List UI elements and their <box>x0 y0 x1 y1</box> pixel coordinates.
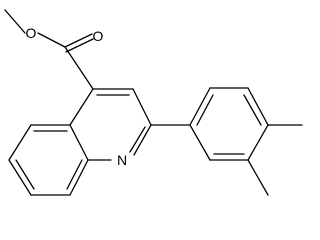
bond-c5-c6 <box>8 124 32 161</box>
bond-c4a-c4 <box>69 88 94 126</box>
bond-methyl-meta <box>247 159 269 196</box>
bond-c6-c7 <box>8 159 32 196</box>
bond-c2-n1 <box>133 124 152 156</box>
bond-aryl-6-1 <box>189 124 211 161</box>
chemical-structure-diagram: O O N <box>4 9 303 196</box>
bond-ester-o-c <box>37 32 66 48</box>
bond-c2-n1-inner <box>129 126 146 153</box>
bond-carbonyl-b <box>65 38 94 53</box>
bond-aryl-1-2-inner <box>196 94 214 126</box>
bond-c6-c7-inner <box>15 159 35 190</box>
bond-c8-c8a-inner <box>66 159 83 190</box>
bond-carbonyl-a <box>64 33 93 48</box>
bond-aryl-3-4-inner <box>243 94 262 126</box>
bond-methoxy-ch3 <box>4 9 26 34</box>
bond-aryl-4-5 <box>247 124 269 161</box>
bond-aryl-3-4 <box>247 87 269 126</box>
ring-nitrogen-label: N <box>117 152 127 168</box>
bond-c3-c2 <box>132 88 152 126</box>
bond-carboxyl-c4 <box>64 46 94 90</box>
carbonyl-oxygen-label: O <box>93 28 104 44</box>
bond-aryl-1-2 <box>189 87 211 126</box>
chemical-structure-canvas: O O N <box>4 9 303 196</box>
bond-c8-c8a <box>69 159 89 196</box>
ester-oxygen-label: O <box>26 25 37 41</box>
bond-c8a-c4a <box>69 124 89 161</box>
